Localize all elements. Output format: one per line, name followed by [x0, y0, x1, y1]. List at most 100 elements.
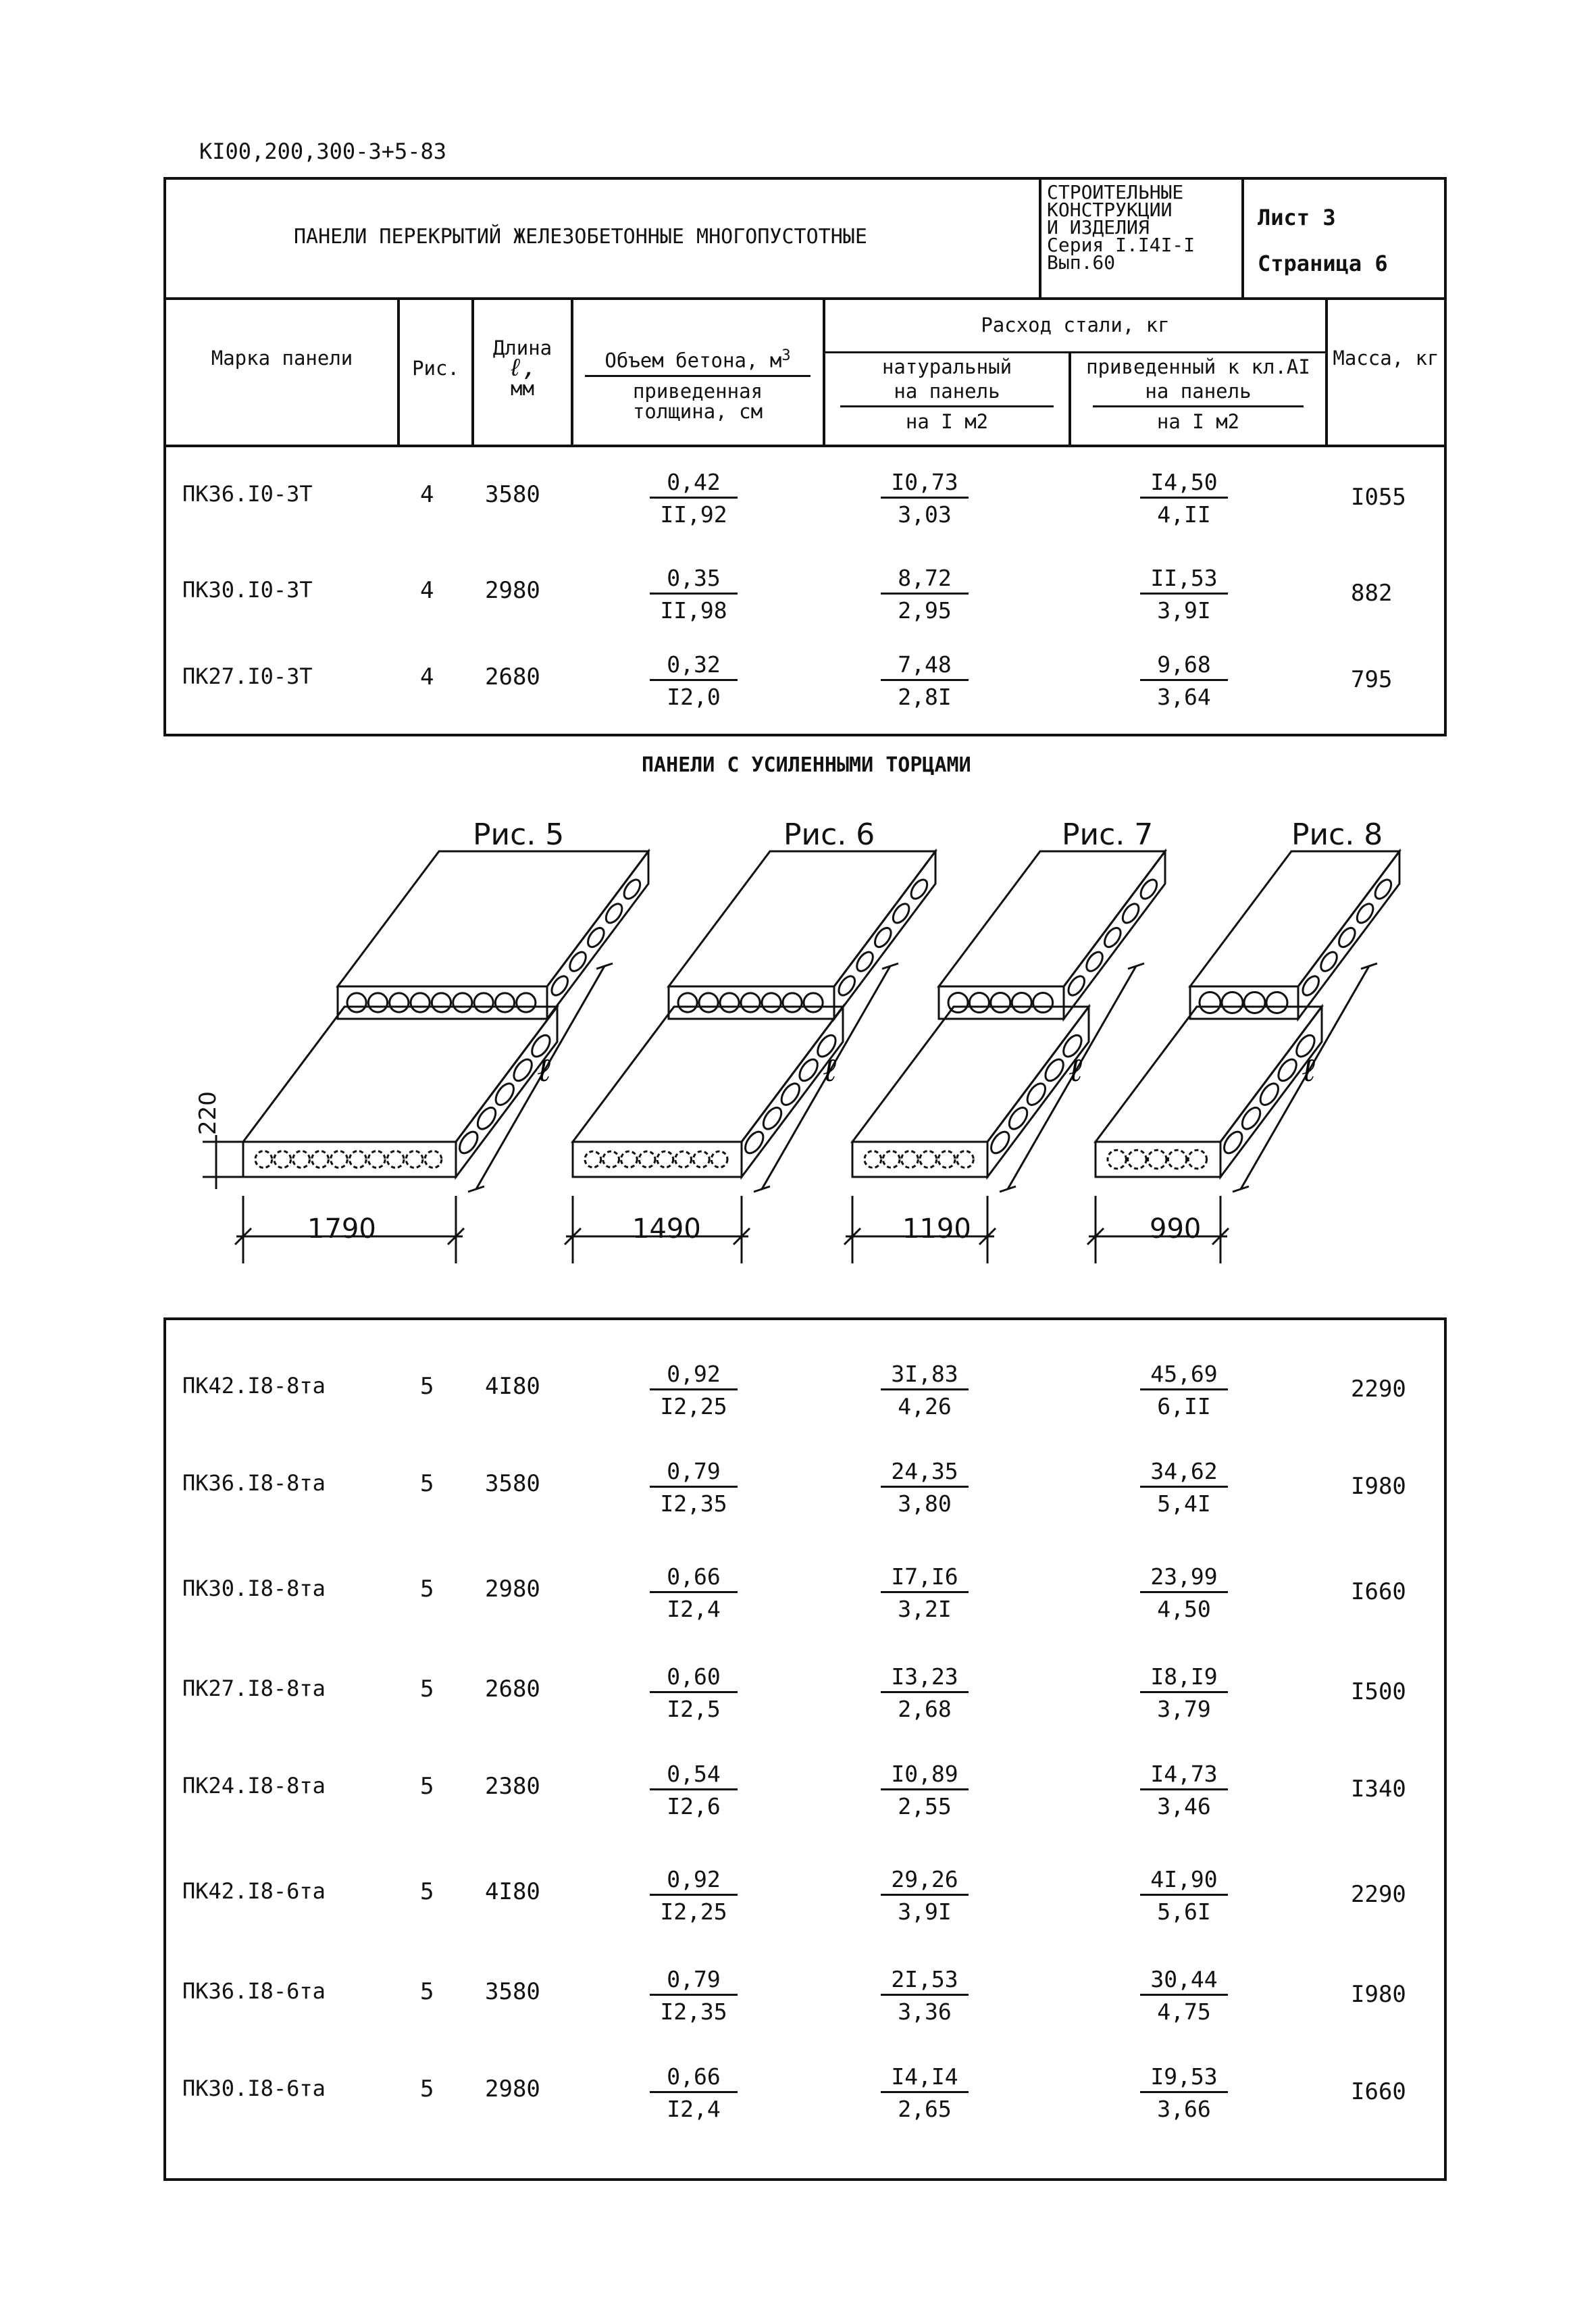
- reduced-thickness: I2,4: [667, 1596, 721, 1622]
- dimension-tick: [446, 1227, 465, 1246]
- natural-steel-per-panel: 2I,53: [881, 1966, 969, 1996]
- panel-side-face: [986, 1003, 1090, 1180]
- panel-length: 2980: [485, 2076, 540, 2103]
- panel-void: [761, 992, 782, 1013]
- dimension-tick: [1360, 962, 1378, 970]
- panel-void: [1166, 1149, 1188, 1170]
- col-steel-header: Расход стали, кг: [981, 313, 1170, 336]
- panel-mark: ПК42.I8-8та: [182, 1373, 326, 1399]
- series-line: Вып.60: [1047, 251, 1116, 274]
- panel-void: [947, 992, 969, 1013]
- natural-steel-fraction: 7,48 2,8I: [881, 651, 969, 710]
- col-length-unit: мм: [511, 377, 534, 400]
- panel-void: [1032, 992, 1054, 1013]
- panel-side-void: [1067, 975, 1086, 997]
- panel-void: [919, 1150, 938, 1169]
- figure-label: Рис. 6: [783, 818, 875, 852]
- concrete-volume: 0,54: [650, 1761, 738, 1790]
- col-volume-header: Объем бетона, м3 приведенная толщина, см: [575, 346, 820, 422]
- panel-side-face: [833, 848, 937, 1022]
- panel-length: 2980: [485, 577, 540, 604]
- concrete-volume: 0,60: [650, 1663, 738, 1693]
- natural-steel-per-panel: I3,23: [881, 1663, 969, 1693]
- concrete-volume: 0,92: [650, 1866, 738, 1896]
- reduced-steel-fraction: II,53 3,9I: [1140, 565, 1228, 624]
- col-length-header: Длина ℓ, мм: [474, 338, 571, 399]
- figure-label: Рис. 7: [1062, 818, 1154, 852]
- series-line: Серия I.I4I-I: [1047, 234, 1195, 256]
- dimension-tick: [999, 1185, 1016, 1193]
- panel-void: [1243, 991, 1266, 1014]
- concrete-volume: 0,42: [650, 469, 738, 499]
- panel-side-void: [531, 1034, 551, 1058]
- panel-void: [1187, 1149, 1208, 1170]
- natural-steel-per-m2: 2,95: [898, 597, 952, 624]
- col-divider: [571, 297, 573, 446]
- natural-steel-per-m2: 3,80: [898, 1490, 952, 1517]
- panel-top-face: [1093, 1005, 1324, 1143]
- dimension-tick: [563, 1227, 582, 1246]
- panel-side-void: [798, 1058, 819, 1082]
- panel-side-void: [1259, 1082, 1280, 1106]
- panel-side-void: [1374, 878, 1393, 900]
- concrete-fraction: 0,32 I2,0: [650, 651, 738, 710]
- panel-void: [473, 992, 494, 1013]
- natural-steel-fraction: 8,72 2,95: [881, 565, 969, 624]
- panel-side-face: [1219, 1003, 1323, 1180]
- dimension-tick: [732, 1227, 751, 1246]
- page-number: Страница 6: [1258, 251, 1388, 276]
- panel-side-void: [990, 1130, 1010, 1155]
- figure-number: 4: [420, 481, 434, 508]
- panel-void: [900, 1150, 919, 1169]
- concrete-fraction: 0,66 I2,4: [650, 1563, 738, 1622]
- reduced-steel-fraction: 9,68 3,64: [1140, 651, 1228, 710]
- natural-steel-fraction: 29,26 3,9I: [881, 1866, 969, 1925]
- reduced-thickness: I2,6: [667, 1793, 721, 1819]
- concrete-fraction: 0,35 II,98: [650, 565, 738, 624]
- reduced-steel-fraction: I4,73 3,46: [1140, 1761, 1228, 1819]
- col-length-top: Длина: [492, 336, 552, 359]
- panel-mass: 2290: [1351, 1376, 1406, 1403]
- panel-side-void: [1104, 926, 1122, 949]
- panel-void: [430, 992, 453, 1013]
- concrete-volume: 0,79: [650, 1458, 738, 1488]
- reduced-steel-per-m2: 3,9I: [1157, 597, 1211, 624]
- header-divider-2: [1241, 177, 1244, 299]
- panel-mark: ПК42.I8-6та: [182, 1878, 326, 1904]
- concrete-fraction: 0,79 I2,35: [650, 1458, 738, 1517]
- concrete-volume: 0,32: [650, 651, 738, 681]
- reduced-steel-per-panel: I9,53: [1140, 2063, 1228, 2093]
- reduced-steel-per-m2: 3,79: [1157, 1696, 1211, 1722]
- panel-void: [1127, 1149, 1148, 1170]
- col-reduced-panel: на панель: [1093, 381, 1304, 407]
- reduced-steel-fraction: I8,I9 3,79: [1140, 1663, 1228, 1722]
- table1-left-border: [163, 177, 166, 736]
- panel-void: [254, 1150, 274, 1169]
- panel-side-void: [1085, 951, 1104, 972]
- panel-side-face: [740, 1003, 844, 1180]
- panel-void: [719, 992, 740, 1013]
- panel-mark: ПК30.I8-6та: [182, 2076, 326, 2101]
- natural-steel-per-panel: 29,26: [881, 1866, 969, 1896]
- dimension-tick: [467, 1185, 485, 1193]
- panel-void: [692, 1150, 711, 1169]
- panel-void: [349, 1150, 367, 1169]
- panel-side-void: [780, 1082, 801, 1106]
- panel-mark: ПК24.I8-8та: [182, 1773, 326, 1799]
- series-line: И ИЗДЕЛИЯ: [1047, 216, 1150, 238]
- dimension-tick: [1232, 1185, 1250, 1193]
- concrete-fraction: 0,79 I2,35: [650, 1966, 738, 2025]
- col-reduced-m2: на I м2: [1156, 410, 1240, 433]
- concrete-fraction: 0,66 I2,4: [650, 2063, 738, 2122]
- col-divider: [397, 297, 400, 446]
- panel-length: 2980: [485, 1576, 540, 1603]
- panel-void: [388, 992, 410, 1013]
- reduced-steel-per-m2: 3,46: [1157, 1793, 1211, 1819]
- panel-side-face: [455, 1003, 559, 1180]
- panel-void: [620, 1150, 638, 1169]
- header-top-border: [163, 177, 1447, 180]
- panel-void: [1010, 992, 1033, 1013]
- panel-void: [273, 1150, 292, 1169]
- col-divider: [823, 297, 825, 446]
- panel-mass: 2290: [1351, 1881, 1406, 1908]
